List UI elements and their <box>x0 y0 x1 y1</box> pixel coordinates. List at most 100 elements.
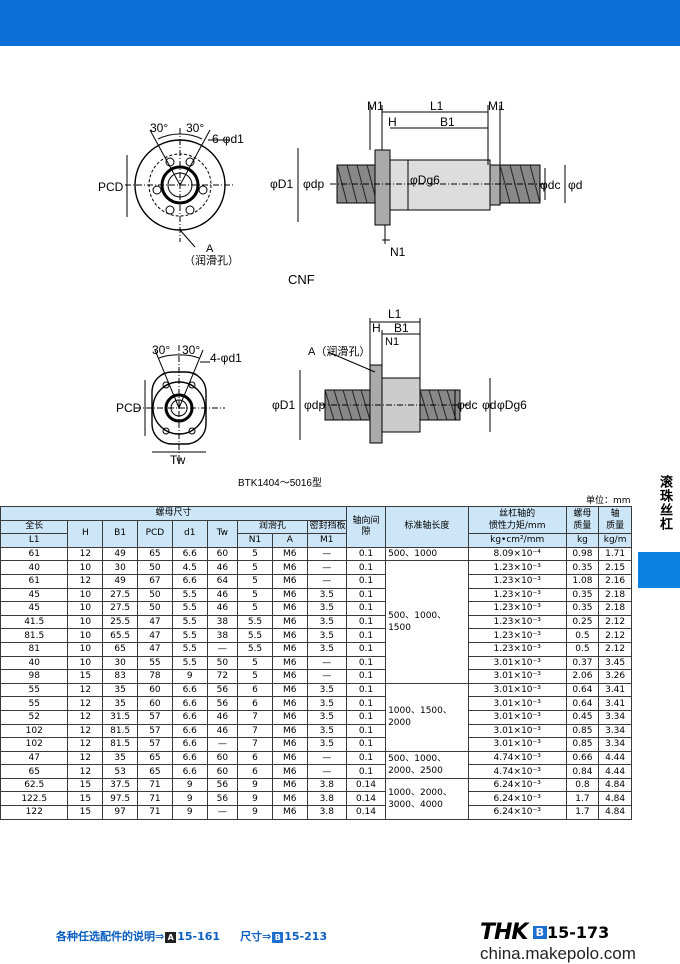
table-cell: 3.01×10⁻³ <box>467 737 567 752</box>
table-cell: 2.18 <box>598 601 632 616</box>
table-cell: 57 <box>137 709 173 725</box>
table-cell: 53 <box>102 764 139 779</box>
btk-dc: φdc <box>457 398 477 412</box>
table-cell: 3.5 <box>306 601 347 616</box>
table-cell: 9 <box>171 805 208 820</box>
table-cell: 9 <box>237 791 273 807</box>
table-cell: 0.1 <box>345 696 387 711</box>
table-cell: 50 <box>206 655 239 671</box>
table-cell: 56 <box>206 791 239 807</box>
header-inertia: 丝杠轴的 惯性力矩/mm <box>467 505 567 535</box>
table-cell: 6.24×10⁻³ <box>467 805 567 820</box>
cnf-b1: B1 <box>440 115 455 129</box>
table-cell: 3.8 <box>306 805 347 820</box>
table-cell: 83 <box>102 669 139 684</box>
btk-l1: L1 <box>388 307 402 321</box>
cnf-l1: L1 <box>430 99 444 113</box>
cnf-m1-left: M1 <box>367 99 384 113</box>
table-cell: 0.35 <box>565 601 600 616</box>
table-cell: 3.26 <box>598 669 632 684</box>
table-cell: M6 <box>271 573 308 589</box>
page-number: 15-173 <box>546 923 610 942</box>
cnf-angle-2: 30° <box>186 121 204 135</box>
table-cell: 0.1 <box>345 628 387 643</box>
table-cell: 3.01×10⁻³ <box>467 696 567 711</box>
btk-d: φd <box>482 398 496 412</box>
table-cell: 5 <box>237 669 273 684</box>
btk-caption: BTK1404～5016型 <box>238 478 322 489</box>
table-cell: 5.5 <box>237 641 273 657</box>
table-cell: 3.5 <box>306 614 347 630</box>
table-cell: 0.1 <box>345 614 387 630</box>
table-cell: 46 <box>206 601 239 616</box>
table-cell: 0.35 <box>565 560 600 575</box>
table-cell: M6 <box>271 750 308 766</box>
table-cell: M6 <box>271 655 308 671</box>
table-cell: 50 <box>137 560 173 575</box>
table-cell: 1.08 <box>565 573 600 589</box>
table-cell: 55 <box>0 696 69 711</box>
table-cell: 8.09×10⁻⁴ <box>467 546 567 562</box>
table-cell: 1.23×10⁻³ <box>467 614 567 630</box>
header-inertia-l1: 丝杠轴的 <box>499 509 536 520</box>
table-cell: 10 <box>67 628 104 643</box>
table-cell: 62.5 <box>0 777 69 793</box>
cnf-d1: φD1 <box>270 177 293 191</box>
btk-dg6: φDg6 <box>497 398 527 412</box>
table-cell: 60 <box>206 546 239 562</box>
table-cell: 5 <box>237 587 273 603</box>
btk-angle-1: 30° <box>152 343 170 357</box>
table-cell: 46 <box>206 560 239 575</box>
table-cell: 0.1 <box>345 682 387 698</box>
header-b1: B1 <box>102 519 139 548</box>
table-cell: 0.1 <box>345 723 387 739</box>
table-cell: 46 <box>206 709 239 725</box>
table-cell: 3.01×10⁻³ <box>467 709 567 725</box>
table-cell: 1.7 <box>565 805 600 820</box>
table-cell: 12 <box>67 737 104 752</box>
header-seal: 密封挡板 <box>306 519 347 535</box>
table-cell: 10 <box>67 614 104 630</box>
table-cell: 9 <box>237 777 273 793</box>
technical-drawings: 30° 30° 6-φd1 PCD A （润滑孔） M1 L1 M1 H B1 … <box>98 99 582 467</box>
table-cell: 6.6 <box>171 546 208 562</box>
table-cell: 6 <box>237 750 273 766</box>
table-cell: 3.5 <box>306 709 347 725</box>
table-cell: 0.14 <box>345 791 387 807</box>
table-cell: 40 <box>0 655 69 671</box>
table-cell: 9 <box>237 805 273 820</box>
table-cell: 0.37 <box>565 655 600 671</box>
table-cell: 49 <box>102 573 139 589</box>
table-cell: 40 <box>0 560 69 575</box>
header-inertia-l2: 惯性力矩/mm <box>488 521 546 532</box>
cnf-caption: CNF <box>288 272 315 287</box>
table-cell: 4.84 <box>598 791 632 807</box>
table-cell: M6 <box>271 709 308 725</box>
table-cell: 0.14 <box>345 805 387 820</box>
table-cell: 102 <box>0 723 69 739</box>
table-cell: 55 <box>137 655 173 671</box>
table-cell: 97.5 <box>102 791 139 807</box>
table-cell: 12 <box>67 723 104 739</box>
table-cell: — <box>306 573 347 589</box>
top-banner <box>0 0 680 46</box>
table-cell: M6 <box>271 601 308 616</box>
table-cell: 5.5 <box>171 601 208 616</box>
table-cell: M6 <box>271 614 308 630</box>
header-lube-hole: 润滑孔 <box>237 519 308 535</box>
cnf-holes: 6-φd1 <box>212 132 244 146</box>
table-cell: 0.35 <box>565 587 600 603</box>
table-cell: 2.18 <box>598 587 632 603</box>
table-cell: 45 <box>0 601 69 616</box>
section-tab[interactable] <box>638 552 680 588</box>
table-cell: 3.8 <box>306 777 347 793</box>
